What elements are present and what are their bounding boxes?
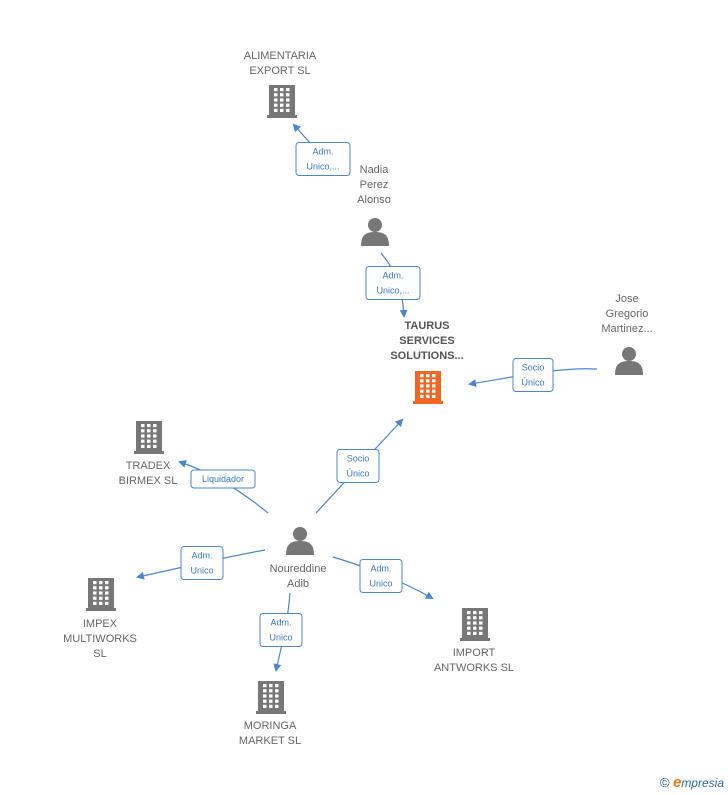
node-label: IMPEX <box>83 618 118 630</box>
node-jose[interactable]: JoseGregorioMartinez... <box>601 293 653 375</box>
node-import_ant[interactable]: IMPORT ANTWORKS SL <box>434 608 514 674</box>
building-icon <box>134 421 164 454</box>
relation-label-text: Adm. <box>382 271 403 281</box>
edge-noureddine-to-import_ant: Adm. Unico <box>332 556 434 599</box>
node-label: Nadia <box>360 164 390 176</box>
building-icon <box>256 681 286 714</box>
node-label: MARKET SL <box>239 735 301 747</box>
building-icon <box>267 85 297 118</box>
node-label: Alonso <box>357 194 391 206</box>
relation-label-box[interactable] <box>359 559 403 593</box>
node-tradex[interactable]: TRADEX BIRMEX SL <box>119 421 178 487</box>
relation-label-text: Unico <box>369 579 392 589</box>
relation-label-text: Único <box>346 469 369 479</box>
relation-label-text: Único <box>521 378 544 388</box>
relation-label-box[interactable] <box>259 613 303 647</box>
node-label: ALIMENTARIA <box>244 50 317 62</box>
node-label: SOLUTIONS... <box>390 350 463 362</box>
relation-label-text: Socio <box>347 454 370 464</box>
node-label: IMPORT <box>453 647 496 659</box>
node-alimentaria[interactable]: ALIMENTARIA EXPORT SL <box>244 50 317 118</box>
copyright-symbol: © <box>660 775 670 790</box>
relation-label-text: Adm. <box>312 147 333 157</box>
node-label: Jose <box>615 293 638 305</box>
relation-label-text: Unico,... <box>306 162 339 172</box>
node-label: ANTWORKS SL <box>434 662 514 674</box>
relation-label-box[interactable] <box>365 266 421 300</box>
node-label: Gregorio <box>606 308 649 320</box>
relation-label-text: Adm. <box>191 551 212 561</box>
node-label: MORINGA <box>244 720 297 732</box>
empresia-footer: © empresia <box>660 774 724 791</box>
brand-logo-e: e <box>672 774 682 791</box>
node-label: SL <box>93 648 106 660</box>
relation-label-box[interactable] <box>180 546 224 580</box>
relation-label-text: Socio <box>522 363 545 373</box>
relation-label-text: Unico,... <box>376 286 409 296</box>
relation-label-text: Adm. <box>370 564 391 574</box>
node-label: MULTIWORKS <box>63 633 137 645</box>
node-label: Noureddine <box>270 563 327 575</box>
building-icon <box>86 578 116 611</box>
relation-label-text: Unico <box>190 566 213 576</box>
relation-label-text: Unico <box>269 633 292 643</box>
node-label: SERVICES <box>399 335 454 347</box>
person-icon <box>361 218 389 246</box>
edge-nadia-to-alimentaria: Adm. Unico,... <box>292 123 351 176</box>
edge-noureddine-to-impex: Adm. Unico <box>136 546 266 580</box>
edge-noureddine-to-tradex: Liquidador <box>178 460 269 514</box>
node-label: EXPORT SL <box>249 65 310 77</box>
relation-label-text: Liquidador <box>202 474 244 484</box>
node-taurus[interactable]: TAURUS SERVICES SOLUTIONS... <box>390 320 464 404</box>
building-icon <box>413 371 443 404</box>
relation-label-box[interactable] <box>336 449 380 483</box>
node-label: TRADEX <box>126 460 171 472</box>
node-impex[interactable]: IMPEX MULTIWORKS SL <box>63 578 137 660</box>
building-icon <box>460 608 490 641</box>
relation-label-box[interactable] <box>190 469 256 489</box>
node-label: Martinez... <box>601 323 652 335</box>
relation-label-box[interactable] <box>512 358 554 392</box>
node-moringa[interactable]: MORINGA MARKET SL <box>239 681 301 747</box>
relation-label-text: Adm. <box>270 618 291 628</box>
person-icon <box>286 527 314 555</box>
brand-logo-text: mpresia <box>681 776 724 790</box>
node-label: Adib <box>287 578 309 590</box>
person-icon <box>615 347 643 375</box>
node-label: Perez <box>360 179 389 191</box>
relation-label-box[interactable] <box>295 142 351 176</box>
edge-noureddine-to-moringa: Adm. Unico <box>259 592 303 672</box>
node-label: TAURUS <box>404 320 449 332</box>
edge-nadia-to-taurus: Adm. Unico,... <box>365 252 421 318</box>
node-label: BIRMEX SL <box>119 475 178 487</box>
